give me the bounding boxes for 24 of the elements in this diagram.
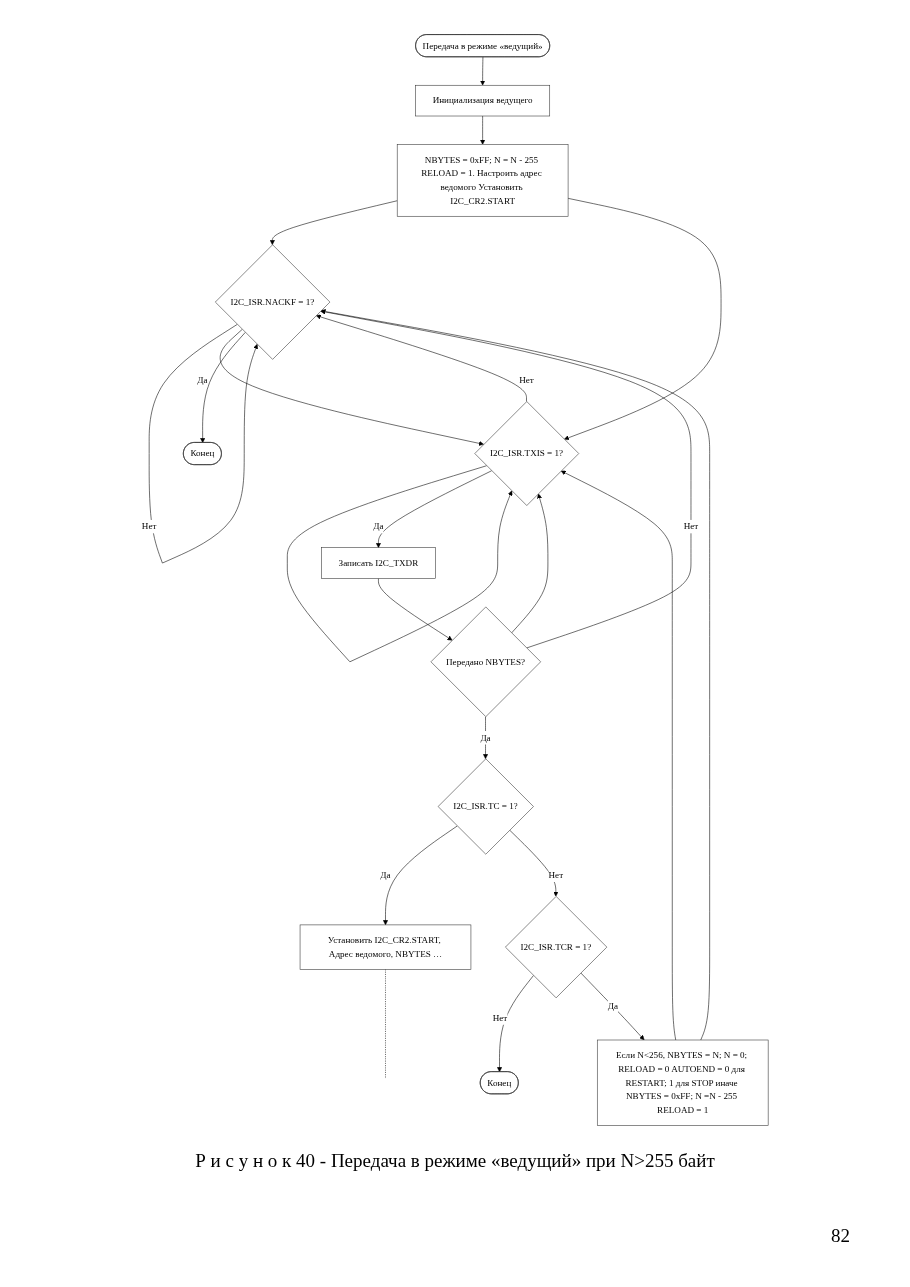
- page-number: 82: [831, 1225, 850, 1247]
- edge-label: Да: [197, 375, 208, 386]
- edge-label: Да: [380, 870, 391, 880]
- node-diamond: Передано NBYTES?: [430, 606, 541, 717]
- node-diamond: I2C_ISR.NACKF = 1?: [215, 244, 331, 360]
- edge-label: Нет: [141, 521, 157, 532]
- arrow: [148, 324, 259, 564]
- edge-label: Нет: [492, 1012, 508, 1023]
- node-diamond: I2C_ISR.TCR = 1?: [505, 896, 608, 999]
- node-box: Если N<256, NBYTES = N; N = 0; RELOAD = 0 AUTOEND = 0 для RESTART; 1 для STOP иначе NBYTES = 0xFF; N =N - 255 RELOAD = 1: [597, 1039, 769, 1126]
- edge-label: Нет: [683, 521, 699, 532]
- edge-label: Нет: [519, 375, 534, 386]
- node-box: Записать I2C_TXDR: [321, 547, 436, 579]
- node-box: NBYTES = 0xFF; N = N - 255 RELOAD = 1. Настроить адрес ведомого Установить I2C_CR2.START: [396, 144, 569, 217]
- node-diamond: I2C_ISR.TC = 1?: [437, 758, 534, 855]
- edge-label: Да: [480, 732, 491, 743]
- node-diamond: I2C_ISR.TXIS = 1?: [474, 401, 580, 506]
- node-box: Инициализация ведущего: [415, 84, 550, 117]
- node-box: Установить I2C_CR2.START, Адрес ведомого, NBYTES …: [299, 924, 472, 970]
- figure-caption: Р и с у н о к 40 - Передача в режиме «ведущий» при N>255 байт: [194, 1150, 716, 1172]
- edge-label: Да: [607, 1001, 618, 1011]
- edge-label: Нет: [548, 870, 564, 880]
- arrow: [287, 465, 513, 663]
- edge-label: Да: [373, 521, 384, 532]
